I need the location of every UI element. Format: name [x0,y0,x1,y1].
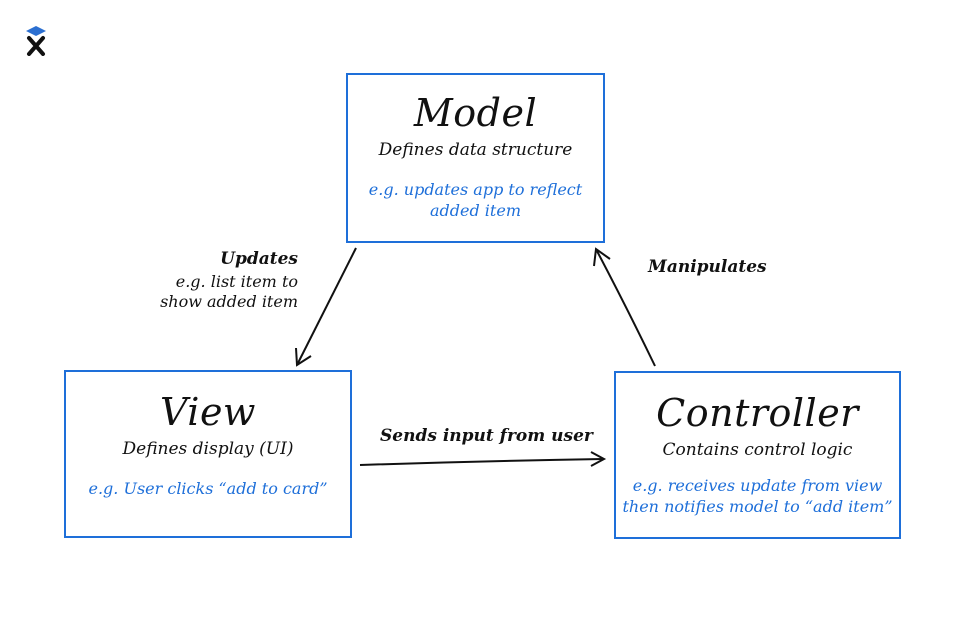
controller-example-line1: e.g. receives update from view [632,476,883,495]
arrowhead-model-to-view [295,347,312,367]
controller-description: Contains control logic [662,440,853,460]
model-example-line2: added item [429,201,521,220]
arrowhead-controller-to-model [593,247,611,267]
arrow-view-to-controller [359,458,604,466]
view-title: View [160,390,256,434]
view-description: Defines display (UI) [122,439,294,459]
view-box: View Defines display (UI) e.g. User clic… [64,370,352,538]
controller-title: Controller [656,391,859,435]
edge-sublabel-updates-line2: show added item [160,292,298,311]
edge-label-updates: Updates [220,249,298,269]
arrowhead-view-to-controller [590,451,607,467]
logo-icon [26,26,46,56]
model-title: Model [413,91,538,135]
model-box: Model Defines data structure e.g. update… [346,73,605,243]
model-example-line1: e.g. updates app to reflect [368,180,583,199]
arrow-model-to-view [297,247,357,364]
edge-sublabel-updates-line1: e.g. list item to [175,272,298,291]
arrow-controller-to-model [596,250,656,367]
edge-label-sends-input: Sends input from user [380,426,593,446]
edge-label-manipulates: Manipulates [648,257,767,277]
view-example: e.g. User clicks “add to card” [88,479,328,498]
controller-box: Controller Contains control logic e.g. r… [614,371,901,539]
model-description: Defines data structure [378,140,573,160]
controller-example-line2: then notifies model to “add item” [622,497,893,516]
